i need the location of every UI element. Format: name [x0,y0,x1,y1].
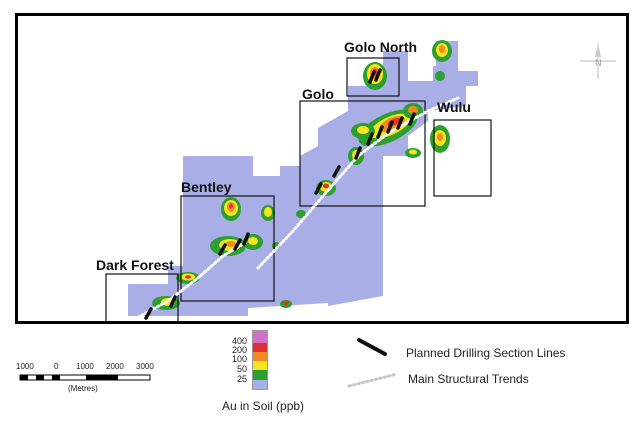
scale-bar: 1000 0 1000 2000 3000 (Metres) [16,362,158,402]
drill-section-line [366,132,374,146]
au-anomaly [229,203,233,209]
scale-tick: 1000 [16,362,34,371]
legend-drilling-lines-label: Planned Drilling Section Lines [406,346,566,360]
au-anomaly [409,149,417,155]
au-anomaly [296,210,306,218]
scale-units: (Metres) [68,384,98,393]
dark-forest-box [105,273,179,321]
drill-section-line [314,182,323,195]
au-legend-colorbar [252,330,268,390]
drill-section-line [233,238,242,251]
drill-section-line [144,307,153,320]
north-arrow-icon: N [580,43,616,79]
drill-section-line [376,125,384,139]
au-anomaly [437,133,443,141]
drill-section-line [332,165,341,178]
legend-value-400: 400 [231,336,247,346]
map-frame: N Golo North Golo Wulu Bentley Dark Fore… [15,13,629,324]
legend-title: Au in Soil (ppb) [222,399,305,413]
north-arrow-label: N [595,58,602,68]
au-anomaly [283,301,289,305]
au-anomaly [439,45,445,53]
structural-trend-legend-icon [347,372,399,388]
prospect-label-dark-forest: Dark Forest [96,257,174,273]
drill-section-line [218,243,227,256]
geochem-map: N [105,40,616,321]
drill-section-line [368,70,376,84]
prospect-label-golo: Golo [302,86,334,102]
drilling-section-lines [144,68,416,320]
au-anomaly [185,275,191,279]
structural-trend-line [128,239,250,321]
drill-line-legend-icon [357,338,387,356]
au-anomaly [264,207,272,217]
drill-section-line [169,295,177,308]
legend-value-25: 25 [236,374,247,384]
legend-value-50: 50 [236,364,247,374]
legend-structural-trends-label: Main Structural Trends [408,372,529,386]
prospect-label-golo-north: Golo North [344,39,418,55]
scale-tick: 1000 [76,362,94,371]
drill-section-line [242,232,250,246]
drill-section-line [374,68,382,82]
au-anomaly [357,126,369,134]
au-anomaly [435,71,445,81]
bentley-box [180,195,275,302]
au-anomaly [323,183,329,189]
au-anomaly [408,106,418,114]
au-anomaly [226,241,236,247]
legend-value-100: 100 [231,354,247,364]
legend-value-200: 200 [231,345,247,355]
au-anomaly [248,237,258,245]
drill-section-line [354,146,362,160]
prospect-label-bentley: Bentley [181,179,232,195]
scale-tick: 3000 [136,362,154,371]
drill-section-line [396,116,404,130]
scale-tick: 2000 [106,362,124,371]
golo-north-box [346,57,400,97]
drill-section-line [408,112,416,126]
prospect-label-wulu: Wulu [437,99,471,115]
scale-tick: 0 [54,362,59,371]
golo-box [299,100,426,207]
prospect-boxes [105,57,492,321]
drill-section-line [386,120,394,134]
scale-bar-graphic [19,374,151,381]
wulu-box [433,119,492,197]
